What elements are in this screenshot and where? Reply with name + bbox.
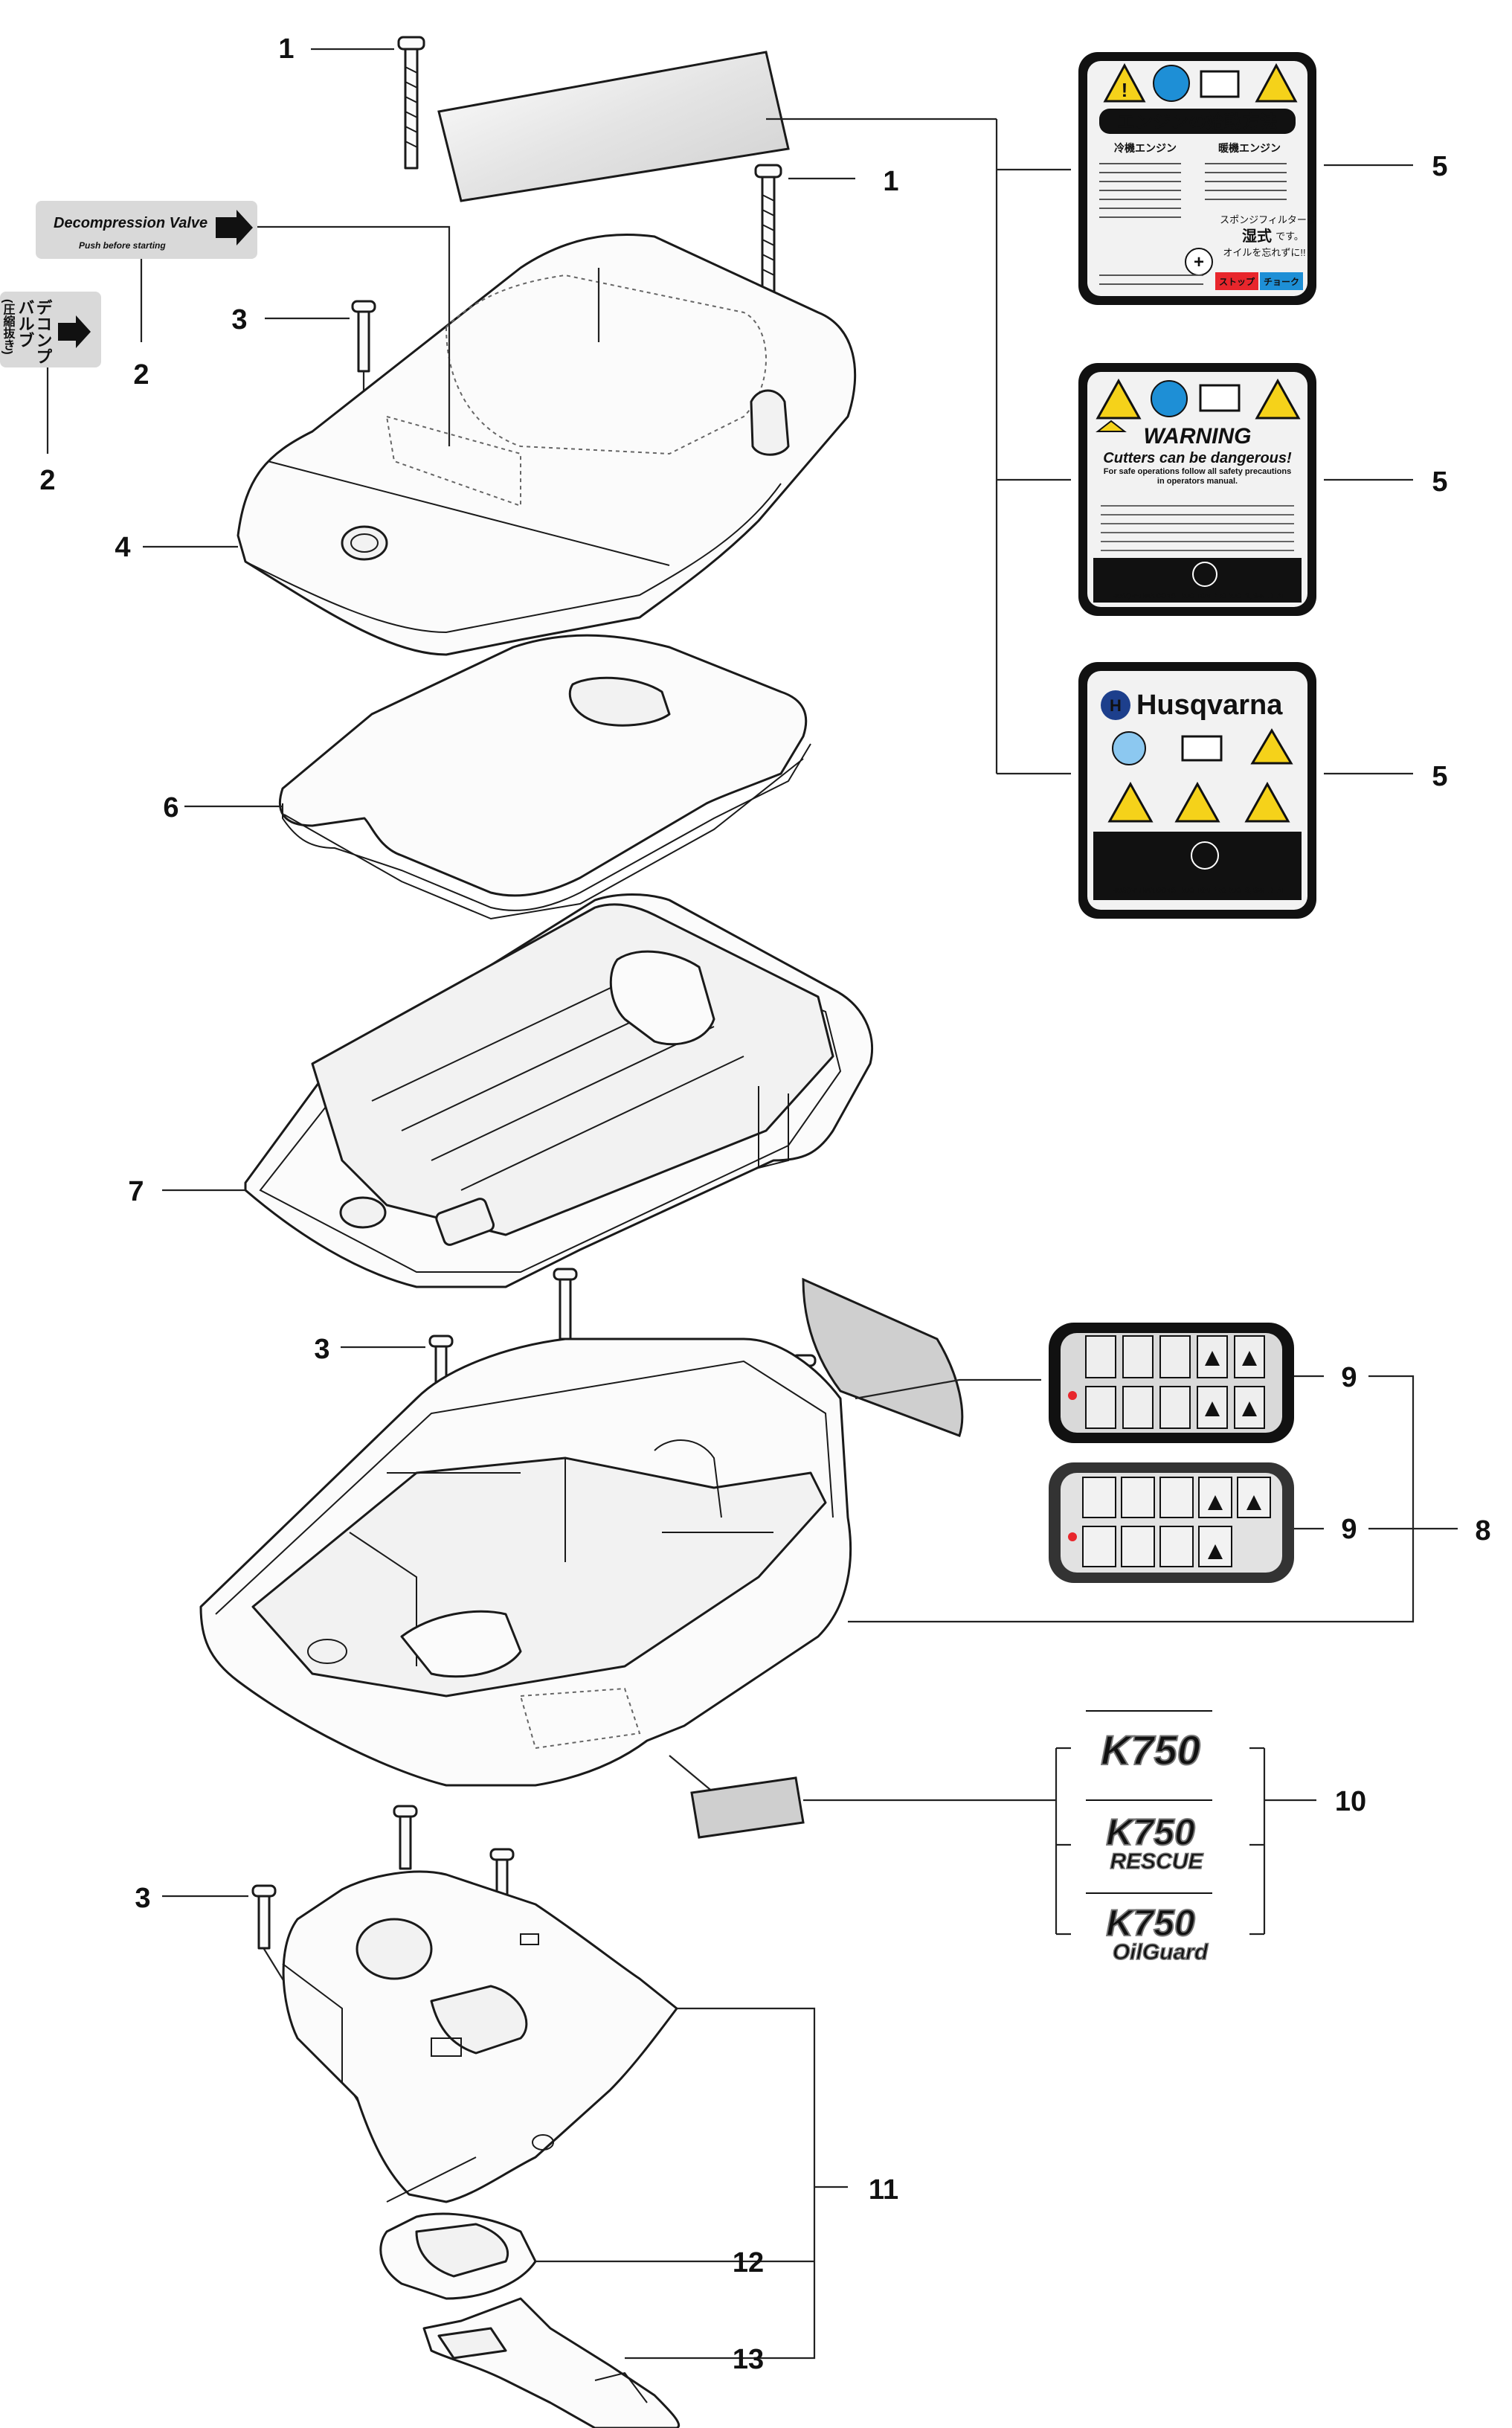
warning-dust-icon [1244, 781, 1290, 823]
manual-book-icon [1181, 735, 1223, 762]
top-cover [237, 233, 857, 656]
decompression-title: Decompression Valve [54, 215, 208, 231]
callout-10: 10 [1335, 1786, 1366, 1817]
jp-valve-line3: (圧縮抜き) [1, 299, 16, 355]
callout-1-left: 1 [278, 33, 294, 65]
svg-text:+: + [1194, 252, 1204, 272]
decal-model-badges: K750 K750 RESCUE K750 OilGuard [1086, 1710, 1212, 1965]
callout-9-lower: 9 [1341, 1514, 1357, 1545]
filter-base [244, 893, 874, 1288]
screw-1-right [754, 164, 782, 305]
jp-filter-3: です。 [1275, 231, 1304, 242]
callout-2-jp: 2 [39, 465, 55, 496]
ear-eye-protection-icon [1151, 380, 1188, 417]
model-badge-oilguard-sub: OilGuard [1113, 1940, 1209, 1965]
warning-kickback-icon [1174, 781, 1220, 823]
brand-footer: HUSQVARNA CONSTRUCTION PRODUCTS, SWEDEN [1112, 887, 1283, 894]
callout-3-bottom: 3 [135, 1883, 150, 1914]
jp-stop-label: ストップ [1219, 276, 1255, 287]
warning-title: WARNING [1144, 424, 1252, 449]
svg-text:H: H [1110, 696, 1122, 715]
arrow-right-icon [216, 210, 253, 245]
decal-warning: WARNING Cutters can be dangerous! For sa… [1078, 363, 1316, 616]
callout-1-right: 1 [883, 166, 898, 197]
decal-controls-1 [1049, 1323, 1294, 1443]
callout-4: 4 [115, 532, 130, 563]
jp-filter-4: オイルを忘れずに!! [1223, 247, 1305, 258]
decal-controls-2 [1049, 1462, 1294, 1583]
manual-book-icon [1199, 384, 1241, 412]
callout-5-warning: 5 [1432, 466, 1447, 498]
screw-1-left [397, 36, 425, 170]
jp-filter-1: スポンジフィルターは [1220, 214, 1316, 225]
filter-plug [379, 2212, 537, 2300]
callout-12: 12 [733, 2247, 764, 2278]
callout-3-top: 3 [231, 304, 247, 335]
callout-11: 11 [869, 2174, 898, 2206]
jp-choke-label: チョーク [1264, 277, 1299, 287]
warning-cutter-icon [1107, 781, 1154, 823]
model-badge-rescue-sub: RESCUE [1110, 1849, 1203, 1874]
warning-footer: HUSQVARNA CONSTRUCTION PRODUCTS, SWEDEN [1112, 592, 1283, 600]
callout-7: 7 [128, 1176, 144, 1207]
callout-3-mid: 3 [314, 1334, 329, 1365]
warning-triangle-icon [1096, 378, 1142, 420]
decompression-subtitle: Push before starting [79, 240, 166, 251]
ear-eye-protection-icon [1112, 731, 1146, 765]
husqvarna-logo-icon: H [1101, 690, 1130, 720]
jp-valve-line1: デコンプ [34, 298, 53, 364]
jp-col-cold: 冷機エンジン [1114, 142, 1177, 154]
callout-5-brand: 5 [1432, 761, 1447, 792]
decal-husqvarna: H Husqvarna HUSQVARNA CONSTRUCTION PRODU… [1078, 662, 1316, 919]
ear-eye-protection-icon [1153, 65, 1190, 102]
svg-text:!: ! [1122, 79, 1128, 101]
callout-13: 13 [733, 2344, 764, 2375]
lower-housing [199, 1337, 852, 1793]
model-badge-k750-oilguard: K750 [1106, 1902, 1195, 1944]
model-badge-k750-rescue: K750 [1106, 1811, 1195, 1853]
model-badge-k750: K750 [1101, 1727, 1200, 1773]
brand-name: Husqvarna [1136, 690, 1283, 721]
warning-triangle-icon: ! [1103, 62, 1146, 103]
arrow-up-icon [1208, 1495, 1261, 1559]
callout-9-upper: 9 [1341, 1362, 1357, 1393]
warning-cutter-icon [1255, 62, 1298, 103]
callout-5-jp: 5 [1432, 151, 1447, 182]
callout-6: 6 [163, 792, 178, 823]
arrow-right-icon [58, 315, 91, 348]
callout-2-decompression: 2 [133, 359, 149, 391]
decal-jp-starting: ! エンジンの始動方法 冷機エンジン 暖機エンジン スポンジフィルターは 湿式 … [1078, 52, 1316, 305]
warning-triangle-icon [1250, 728, 1293, 765]
decal-decompression-valve: Decompression Valve Push before starting [36, 201, 257, 259]
gasket-foil [802, 1277, 964, 1437]
choke-lever [422, 2297, 681, 2428]
jp-filter-2: 湿式 [1242, 228, 1272, 245]
jp-start-title: エンジンの始動方法 [1117, 112, 1278, 132]
warning-cutter-icon [1255, 378, 1301, 420]
front-cover [282, 1870, 678, 2203]
jp-col-warm: 暖機エンジン [1218, 142, 1281, 154]
warning-line: For safe operations follow all safety pr… [1103, 467, 1292, 486]
warning-subtitle: Cutters can be dangerous! [1103, 450, 1292, 466]
manual-book-icon [1200, 70, 1240, 98]
filter-sponge [278, 634, 811, 920]
callout-8: 8 [1475, 1515, 1490, 1547]
small-foil [690, 1776, 805, 1839]
foil-sheet [437, 51, 790, 202]
jp-valve-line2: バルブ [16, 299, 35, 348]
arrow-up-icon [1205, 1351, 1257, 1416]
decal-jp-decompression: デコンプ バルブ (圧縮抜き) [0, 292, 101, 367]
